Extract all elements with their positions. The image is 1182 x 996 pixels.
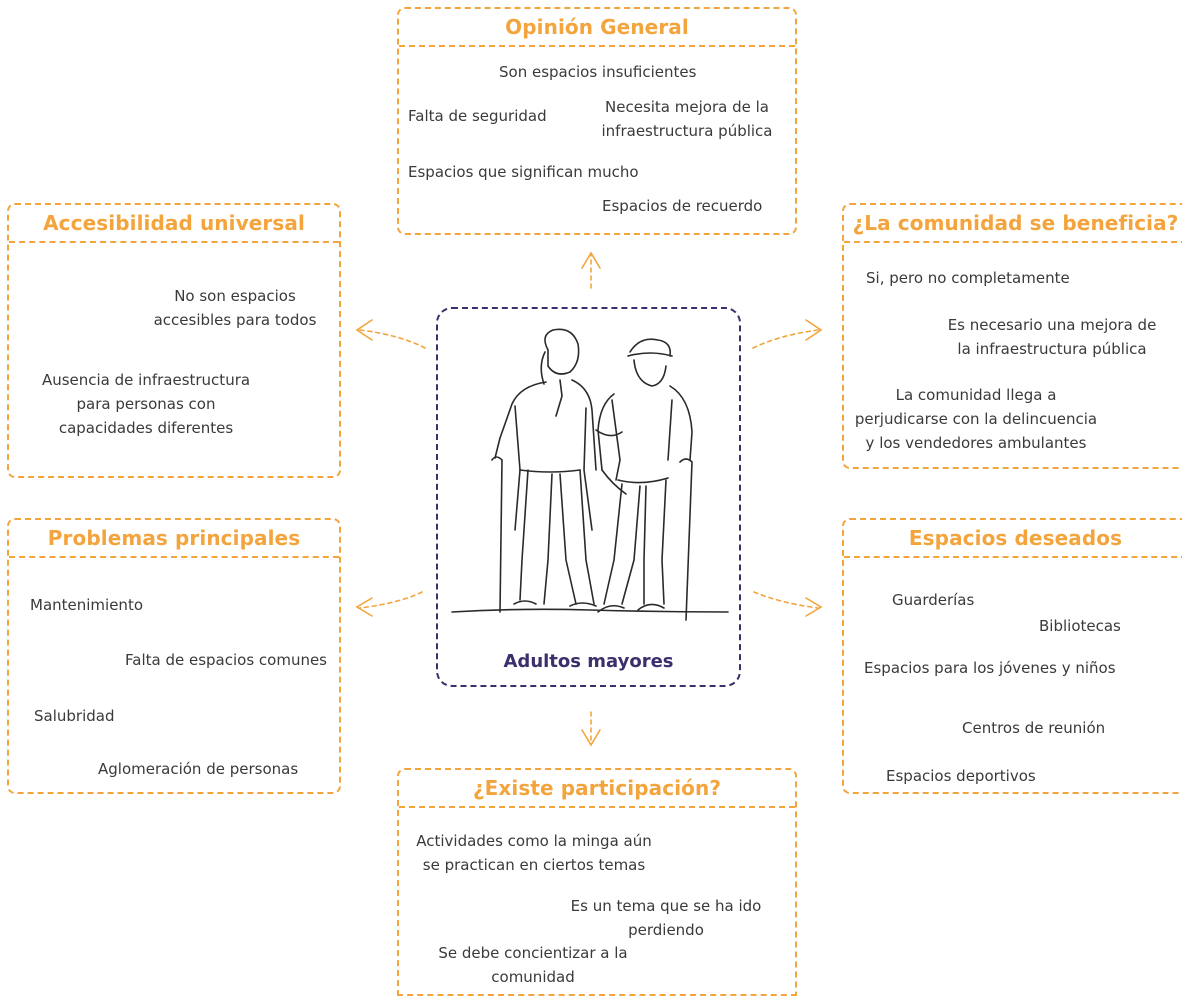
opinion-item: Necesita mejora de la infraestructura pú… [601,98,773,140]
deseados-item: Espacios deportivos [886,767,1036,785]
problemas-item: Aglomeración de personas [98,760,299,778]
deseados-box: Espacios deseados [842,518,1182,794]
opinion-item: Espacios que significan mucho [408,163,639,181]
accesibilidad-item: Ausencia de infraestructura para persona… [41,371,251,437]
comunidad-item: La comunidad llega a perjudicarse con la… [854,386,1098,452]
problemas-item: Mantenimiento [30,596,143,614]
center-card: Adultos mayores [436,307,741,687]
comunidad-box: ¿La comunidad se beneficia? [842,203,1182,469]
accesibilidad-item: No son espacios accesibles para todos [153,287,317,329]
deseados-item: Centros de reunión [962,719,1106,737]
participacion-item: Actividades como la minga aún se practic… [416,832,652,874]
deseados-title: Espacios deseados [844,520,1182,558]
arrow-right-icon [753,591,819,609]
accesibilidad-box: Accesibilidad universal [7,203,341,478]
comunidad-item: Es necesario una mejora de la infraestru… [947,316,1157,358]
opinion-item: Espacios de recuerdo [602,197,763,215]
participacion-title: ¿Existe participación? [399,770,795,808]
opinion-item: Son espacios insuficientes [499,63,697,81]
participacion-item: Es un tema que se ha ido perdiendo [570,897,762,939]
opinion-box: Opinión General [397,7,797,235]
problemas-item: Salubridad [34,707,115,725]
deseados-item: Guarderías [892,591,975,609]
arrow-left-icon [359,591,423,609]
deseados-item: Bibliotecas [1039,617,1121,635]
arrow-left-icon [359,329,426,349]
center-label: Adultos mayores [503,651,674,672]
accesibilidad-title: Accesibilidad universal [9,205,339,243]
arrow-right-icon [752,329,819,349]
problemas-title: Problemas principales [9,520,339,558]
comunidad-title: ¿La comunidad se beneficia? [844,205,1182,243]
opinion-title: Opinión General [399,9,795,47]
problemas-item: Falta de espacios comunes [125,651,327,669]
deseados-item: Espacios para los jóvenes y niños [864,659,1116,677]
problemas-box: Problemas principales [7,518,341,794]
elderly-couple-illustration [451,328,729,621]
participacion-item: Se debe concientizar a la comunidad [438,944,628,986]
opinion-item: Falta de seguridad [408,107,547,125]
comunidad-item: Si, pero no completamente [866,269,1070,287]
